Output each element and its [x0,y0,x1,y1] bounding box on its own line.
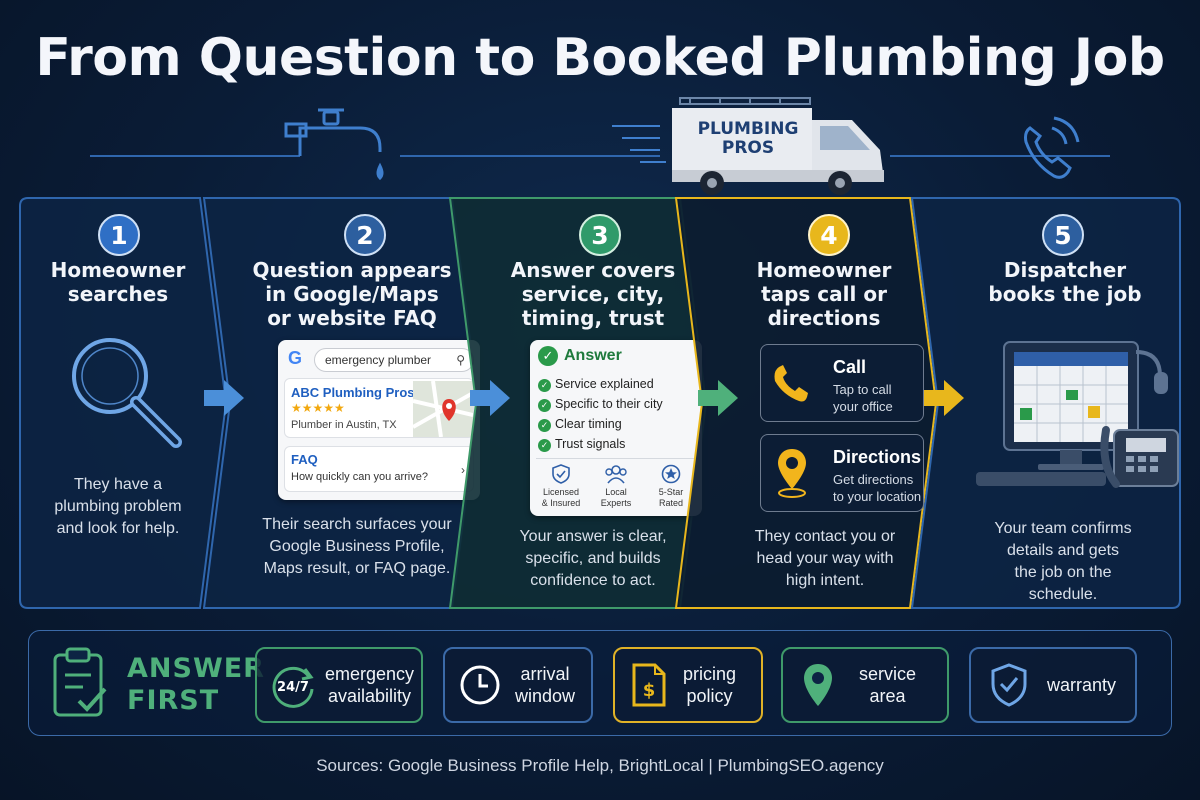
step-title: Homeowner searches [50,258,186,306]
phone-icon [774,365,808,402]
step-2: 2 Question appears in Google/Maps or web… [202,196,482,610]
answer-heading: Answer [564,347,622,364]
step-title: Answer covers service, city, timing, tru… [510,258,676,330]
faucet-icon [284,108,384,181]
call-title: Call [833,357,867,377]
checklist: ✓Service explained ✓Specific to their ci… [538,374,663,454]
shield-check-icon [991,663,1027,707]
check-icon: ✓ [538,379,551,392]
header-illustration [90,97,1110,195]
van-label: PLUMBING PROS [697,119,799,158]
clipboard-check-icon [53,647,107,717]
trust-badge: Local Experts [589,464,643,509]
search-icon: ⚲ [456,353,465,367]
check-icon: ✓ [538,439,551,452]
star-rating: ★★★★★ [291,401,345,415]
trust-badge: 5-Star Rated [644,464,698,509]
check-item: ✓Clear timing [538,414,663,434]
step-5: 5 Dispatcher books the job [910,196,1182,610]
check-icon: ✓ [538,399,551,412]
directions-subtitle: Get directions to your location [833,472,922,504]
search-input[interactable]: emergency plumber ⚲ [314,348,474,372]
computer-calendar-icon [976,341,1179,488]
directions-title: Directions [833,447,922,467]
step-number: 2 [344,214,386,256]
steps-flow: 1 Homeowner searches They have a plumbin… [18,196,1182,610]
topic-label: service area [859,664,917,706]
trust-badge: Licensed & Insured [534,464,588,509]
step-1: 1 Homeowner searches They have a plumbin… [18,196,228,610]
map-thumbnail [413,381,473,437]
answer-first-label: ANSWER FIRST [127,653,265,716]
faq-entry[interactable]: FAQ How quickly can you arrive? › [284,446,474,492]
topic-label: warranty [1047,675,1117,695]
step-4: 4 Homeowner taps call or directions Call… [674,196,944,610]
step-description: Your answer is clear, specific, and buil… [519,528,667,589]
check-circle-icon: ✓ [538,346,558,366]
call-subtitle: Tap to call your office [833,382,893,414]
magnifier-icon [72,338,182,448]
247-icon: 24/7 [272,666,314,708]
svg-text:$: $ [643,680,656,701]
answer-first-bar: ANSWER FIRST 24/7 emergency availability… [28,630,1172,736]
directions-button[interactable]: Directions Get directions to your locati… [760,434,924,512]
van-icon [672,97,884,195]
svg-text:24/7: 24/7 [277,680,309,695]
chevron-right-icon: › [461,463,465,477]
step-description: They have a plumbing problem and look fo… [54,476,182,537]
shield-check-icon [552,464,570,484]
phone-icon [1024,116,1080,179]
people-icon [605,465,627,484]
step-number: 5 [1042,214,1084,256]
step-title: Question appears in Google/Maps or websi… [252,258,452,330]
page-title: From Question to Booked Plumbing Job [35,28,1165,88]
star-badge-icon [661,464,681,484]
arrow-right-icon [698,380,738,416]
step-description: Their search surfaces your Google Busine… [262,516,452,577]
business-listing[interactable]: ABC Plumbing Pros ★★★★★ Plumber in Austi… [284,378,474,438]
topic-label: arrival window [515,664,576,706]
arrow-right-icon [924,380,964,416]
faq-question: How quickly can you arrive? [291,471,428,483]
check-icon: ✓ [538,419,551,432]
clock-icon [460,665,500,705]
topic-arrival-window: arrival window [443,647,593,723]
step-number: 3 [579,214,621,256]
step-number: 1 [98,214,140,256]
topic-emergency-availability: 24/7 emergency availability [255,647,423,723]
location-pin-icon [804,664,832,706]
call-button[interactable]: Call Tap to call your office [760,344,924,422]
dollar-document-icon: $ [632,663,666,707]
topic-warranty: warranty [969,647,1137,723]
step-3: 3 Answer covers service, city, timing, t… [448,196,708,610]
faq-label: FAQ [291,452,318,467]
step-number: 4 [808,214,850,256]
topic-label: pricing policy [683,664,737,706]
step-title: Dispatcher books the job [988,258,1142,306]
step-description: Your team confirms details and gets the … [994,520,1132,603]
arrow-right-icon [470,380,510,416]
step-title: Homeowner taps call or directions [756,258,892,330]
topic-label: emergency availability [325,664,415,706]
check-item: ✓Specific to their city [538,394,663,414]
topic-pricing-policy: $ pricing policy [613,647,763,723]
arrow-right-icon [204,380,244,416]
location-pin-icon [778,449,806,498]
answer-card: ✓ Answer ✓Service explained ✓Specific to… [530,340,702,516]
listing-subtitle: Plumber in Austin, TX [291,419,397,431]
step-description: They contact you or head your way with h… [754,528,896,589]
check-item: ✓Service explained [538,374,663,394]
topic-service-area: service area [781,647,949,723]
check-item: ✓Trust signals [538,434,663,454]
sources-footer: Sources: Google Business Profile Help, B… [316,756,884,775]
search-result-card: G emergency plumber ⚲ ABC Plumbing Pros … [278,340,480,500]
google-icon: G [288,348,303,368]
listing-name: ABC Plumbing Pros [291,385,415,400]
